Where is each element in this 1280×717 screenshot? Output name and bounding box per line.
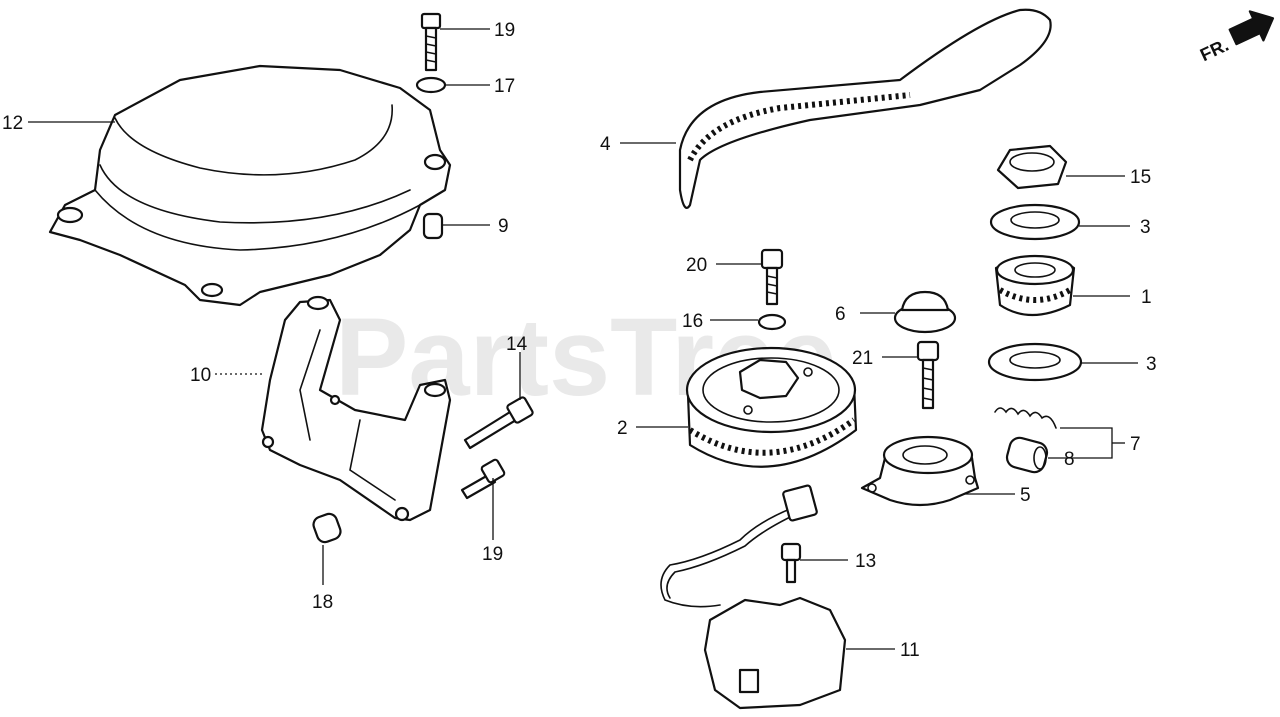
part-collar-9[interactable] <box>422 212 444 240</box>
callout-18: 18 <box>312 592 333 613</box>
part-washer-3-upper[interactable] <box>989 203 1081 241</box>
callout-2: 2 <box>617 418 628 439</box>
callout-14: 14 <box>506 334 528 355</box>
part-sprocket-1[interactable] <box>994 254 1076 316</box>
part-timing-belt[interactable] <box>678 8 1052 209</box>
part-bolt-top[interactable] <box>420 12 442 72</box>
part-nut-15[interactable] <box>996 144 1068 190</box>
callout-4: 4 <box>600 134 611 155</box>
part-housing-5[interactable] <box>860 435 980 507</box>
part-bolt-13[interactable] <box>780 542 802 584</box>
callout-7: 7 <box>1130 434 1141 455</box>
callout-labels: 12 19 17 9 10 14 19 18 4 20 16 6 21 2 15… <box>2 20 1157 661</box>
callout-1: 1 <box>1141 287 1152 308</box>
callout-17: 17 <box>494 76 515 97</box>
callout-8: 8 <box>1064 449 1075 470</box>
callout-11: 11 <box>900 640 920 661</box>
part-sensor-11[interactable] <box>660 484 847 710</box>
callout-20: 20 <box>686 255 707 276</box>
part-bolt-20[interactable] <box>760 248 784 306</box>
callout-3-upper: 3 <box>1140 217 1151 238</box>
callout-6: 6 <box>835 304 846 325</box>
callout-21: 21 <box>852 348 873 369</box>
part-washer-17[interactable] <box>415 76 447 94</box>
part-bracket[interactable] <box>260 295 452 522</box>
leader-lines <box>28 28 1138 650</box>
part-bolt-21[interactable] <box>916 340 940 410</box>
fr-label: FR. <box>1197 35 1232 65</box>
callout-9: 9 <box>498 216 509 237</box>
part-washer-16[interactable] <box>757 313 787 331</box>
callout-19-top: 19 <box>494 20 515 41</box>
callout-13: 13 <box>855 551 876 572</box>
part-cap-6[interactable] <box>893 290 957 334</box>
callout-5: 5 <box>1020 485 1031 506</box>
part-spring-7[interactable] <box>994 407 1057 429</box>
part-pin-18[interactable] <box>311 512 342 545</box>
front-direction-arrow: FR. <box>1197 10 1275 65</box>
part-pulley-2[interactable] <box>685 346 858 468</box>
callout-10: 10 <box>190 365 211 386</box>
callout-15: 15 <box>1130 167 1151 188</box>
part-roller-8[interactable] <box>1005 436 1049 475</box>
part-washer-3-lower[interactable] <box>987 342 1083 382</box>
part-bolt-14[interactable] <box>463 396 534 450</box>
callout-3-lower: 3 <box>1146 354 1157 375</box>
part-cover[interactable] <box>48 64 452 307</box>
part-bolt-bottom[interactable] <box>460 458 506 500</box>
callout-12: 12 <box>2 113 23 134</box>
callout-19-bottom: 19 <box>482 544 503 565</box>
callout-16: 16 <box>682 311 703 332</box>
